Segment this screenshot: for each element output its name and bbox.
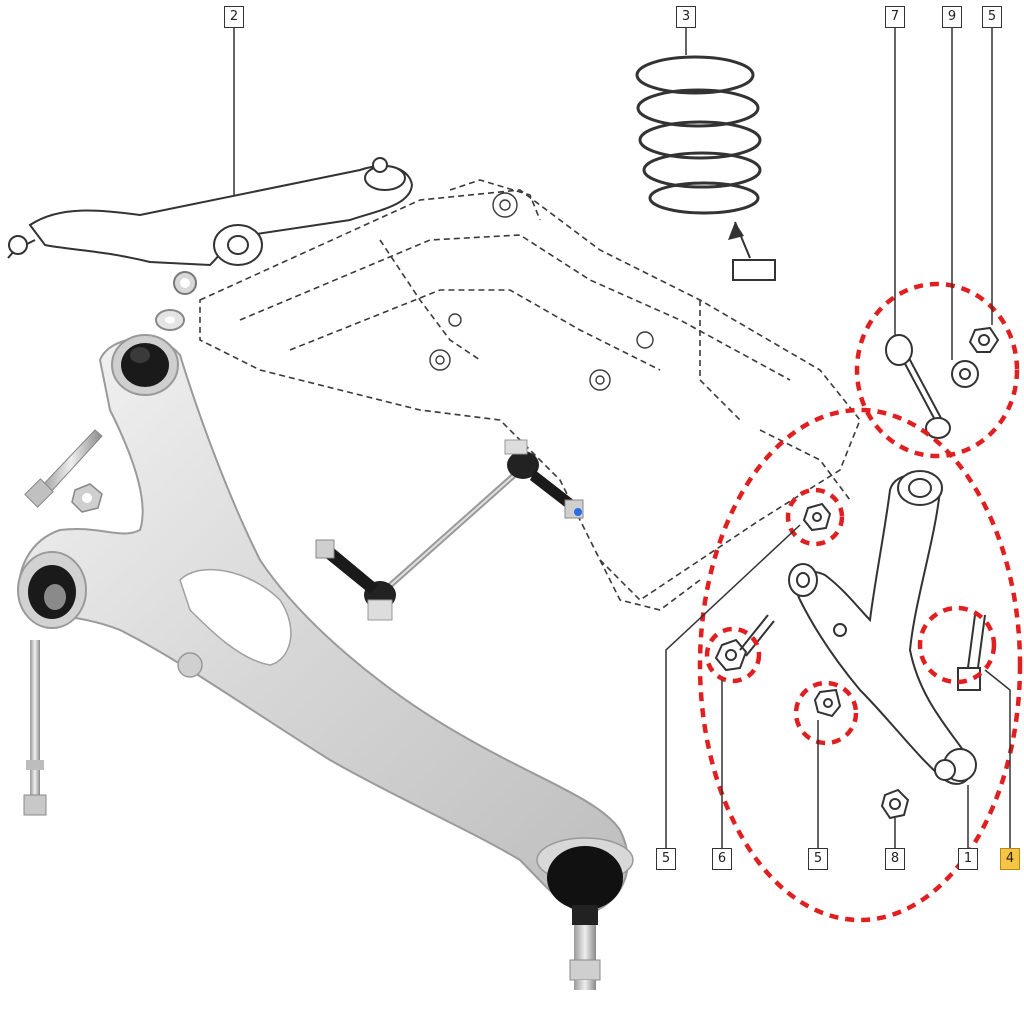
callout-5-left: 5: [656, 848, 676, 870]
highlight-nut-upper: [785, 487, 845, 547]
callout-1: 1: [958, 848, 978, 870]
highlight-bolt-left: [704, 626, 762, 684]
ball-joint-photo: [536, 837, 634, 990]
long-bolt-photo: [23, 640, 47, 816]
callout-9: 9: [942, 6, 962, 28]
spring-direction-arrow: [728, 221, 776, 281]
lower-control-arm-drawing: [788, 470, 977, 785]
upper-control-arm-drawing: [7, 157, 414, 267]
callout-3: 3: [676, 6, 696, 28]
callout-5-middle: 5: [808, 848, 828, 870]
callout-2: 2: [224, 6, 244, 28]
callout-5-top: 5: [982, 6, 1002, 28]
highlight-bolt-right: [917, 605, 997, 685]
short-bolt-photo: [24, 429, 103, 508]
lower-control-arm-photo: [17, 334, 629, 917]
highlight-nut-lower: [793, 680, 859, 746]
stabilizer-link-photo: [315, 439, 584, 621]
callout-leaders: [233, 28, 1011, 848]
stabilizer-link-drawing: [885, 326, 1000, 439]
coil-spring-drawing: [635, 55, 762, 215]
upper-arm-washers: [155, 271, 197, 331]
highlight-stabilizer-link: [854, 281, 1020, 459]
callout-7: 7: [885, 6, 905, 28]
highlight-circles: [697, 281, 1023, 923]
nut-photo: [71, 483, 103, 513]
callout-4-highlighted: 4: [1000, 848, 1020, 870]
highlight-lower-arm: [697, 407, 1023, 923]
callout-6: 6: [712, 848, 732, 870]
subframe-drawing: [199, 179, 861, 611]
callout-8: 8: [885, 848, 905, 870]
subframe-mount-holes: [429, 192, 654, 391]
